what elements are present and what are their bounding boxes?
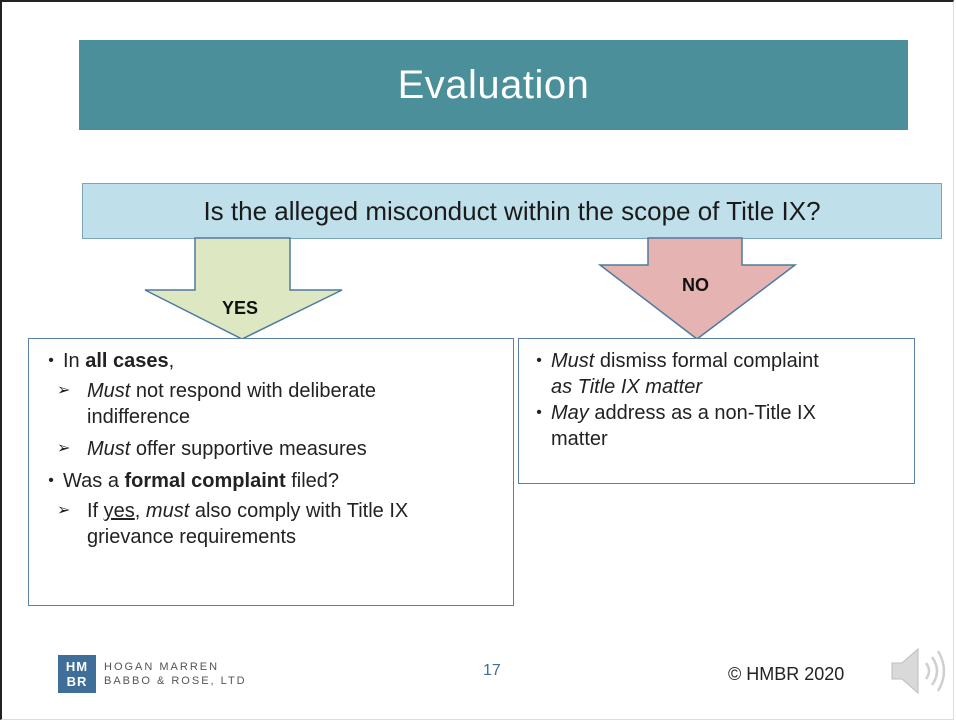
bullet-dot: • (536, 404, 542, 421)
title-bar: Evaluation (79, 40, 908, 130)
bullet-dot: • (48, 352, 54, 369)
arrowhead-bullet-icon: ➢ (57, 502, 71, 519)
sub-grievance-requirements: ➢ If yes, must also comply with Title IX… (39, 498, 505, 550)
bullet-dot: • (48, 472, 54, 489)
logo-mark: HM BR (58, 655, 96, 693)
arrowhead-bullet-icon: ➢ (57, 382, 71, 399)
logo-text: HOGAN MARREN BABBO & ROSE, LTD (104, 661, 247, 687)
yes-label: YES (222, 298, 259, 318)
question-box: Is the alleged misconduct within the sco… (82, 183, 942, 239)
bullet-dot: • (536, 352, 542, 369)
slide-title: Evaluation (397, 62, 590, 107)
yes-panel: • In all cases, ➢ Must not respond with … (28, 338, 514, 606)
arrowhead-bullet-icon: ➢ (57, 440, 71, 457)
bullet-text: Was a formal complaint filed? (63, 470, 340, 492)
sub-supportive-measures: ➢ Must offer supportive measures (39, 436, 505, 462)
bullet-all-cases: • In all cases, (39, 348, 505, 374)
copyright-text: © HMBR 2020 (728, 664, 845, 684)
speaker-icon[interactable] (888, 641, 948, 701)
no-label: NO (682, 275, 709, 295)
bullet-text: In all cases, (63, 350, 175, 372)
firm-logo: HM BR HOGAN MARREN BABBO & ROSE, LTD (58, 655, 247, 693)
sub-text: Must offer supportive measures (87, 438, 367, 460)
page-number: 17 (483, 662, 501, 679)
question-text: Is the alleged misconduct within the sco… (203, 195, 821, 226)
bullet-formal-complaint: • Was a formal complaint filed? (39, 468, 505, 494)
